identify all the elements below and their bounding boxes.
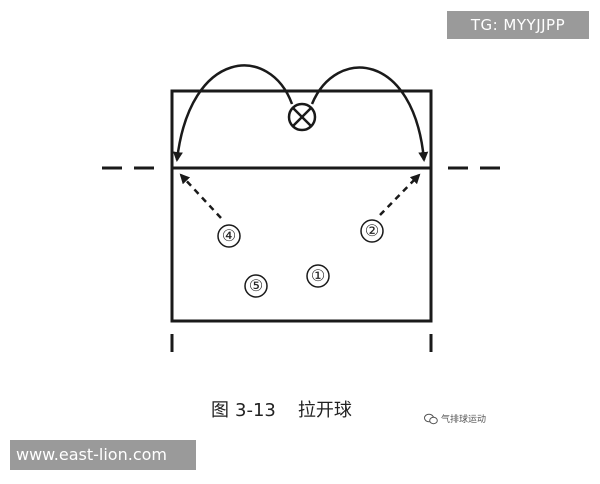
set-arrow-right	[310, 66, 429, 162]
set-arrow-left	[172, 64, 294, 162]
court-outline	[170, 89, 433, 323]
approach-arrow-2	[379, 173, 421, 216]
wechat-watermark: 气排球运动	[424, 412, 486, 425]
figure-caption: 图 3-13 拉开球	[211, 396, 352, 422]
player-position-2: ②	[360, 219, 384, 243]
site-url-badge: www.east-lion.com	[10, 440, 196, 470]
setter-symbol	[287, 102, 317, 132]
caption-figure-title: 拉开球	[297, 400, 352, 421]
svg-text:②: ②	[365, 221, 379, 240]
player-position-5: ⑤	[244, 274, 268, 298]
caption-figure-label: 图	[211, 400, 229, 421]
watermark-tag: TG: MYYJJPP	[447, 11, 589, 39]
wechat-icon	[424, 413, 438, 424]
svg-text:①: ①	[311, 266, 325, 285]
player-position-4: ④	[217, 224, 241, 248]
approach-arrow-4	[179, 173, 222, 219]
caption-figure-number: 3-13	[235, 400, 276, 421]
wechat-watermark-text: 气排球运动	[441, 415, 487, 425]
svg-text:⑤: ⑤	[249, 276, 263, 295]
svg-text:④: ④	[222, 226, 236, 245]
player-position-1: ①	[306, 264, 330, 288]
